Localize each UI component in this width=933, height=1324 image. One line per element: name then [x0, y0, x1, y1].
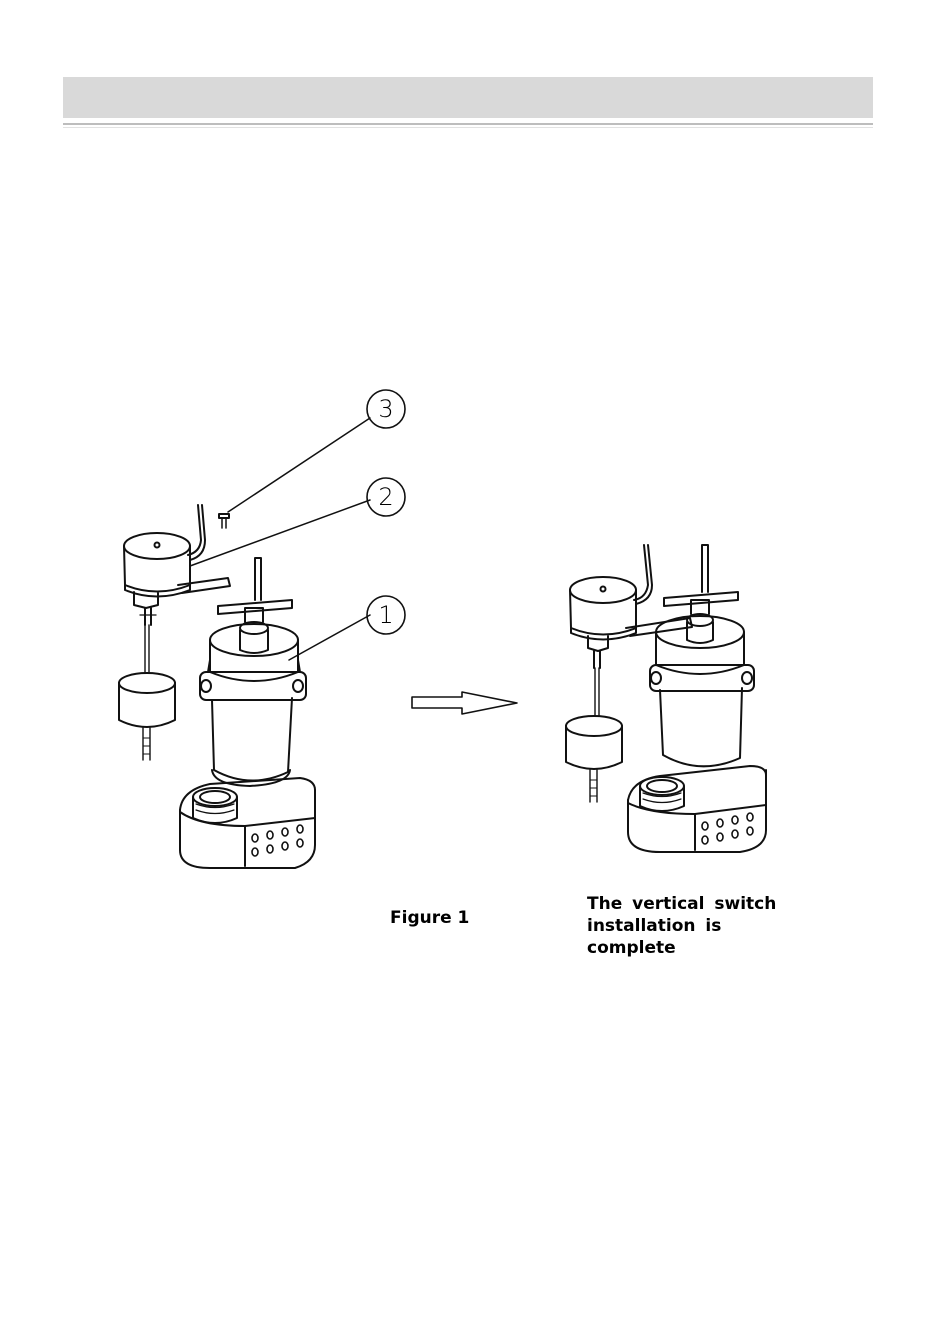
callout-number-3: 3	[375, 394, 397, 424]
pump-base-left	[180, 778, 315, 868]
completion-caption-line1: The vertical switch	[587, 893, 817, 915]
switch-head-right	[570, 545, 692, 668]
pump-exploded-view	[119, 505, 315, 868]
figure-caption: Figure 1	[390, 907, 469, 929]
float-left	[119, 625, 175, 760]
pump-motor-left	[200, 558, 306, 786]
completion-caption: The vertical switch installation is comp…	[587, 893, 817, 959]
pump-motor-right	[650, 545, 754, 766]
completion-caption-line2: installation is complete	[587, 915, 817, 959]
pump-assembled-view	[566, 545, 766, 852]
switch-head-left	[124, 505, 230, 625]
pump-base-right	[628, 766, 766, 852]
screw-part	[219, 514, 229, 528]
transition-arrow	[412, 692, 517, 714]
float-right	[566, 668, 622, 802]
callout-number-1: 1	[375, 600, 397, 630]
callout-number-2: 2	[375, 482, 397, 512]
callout-leaders	[190, 418, 370, 660]
